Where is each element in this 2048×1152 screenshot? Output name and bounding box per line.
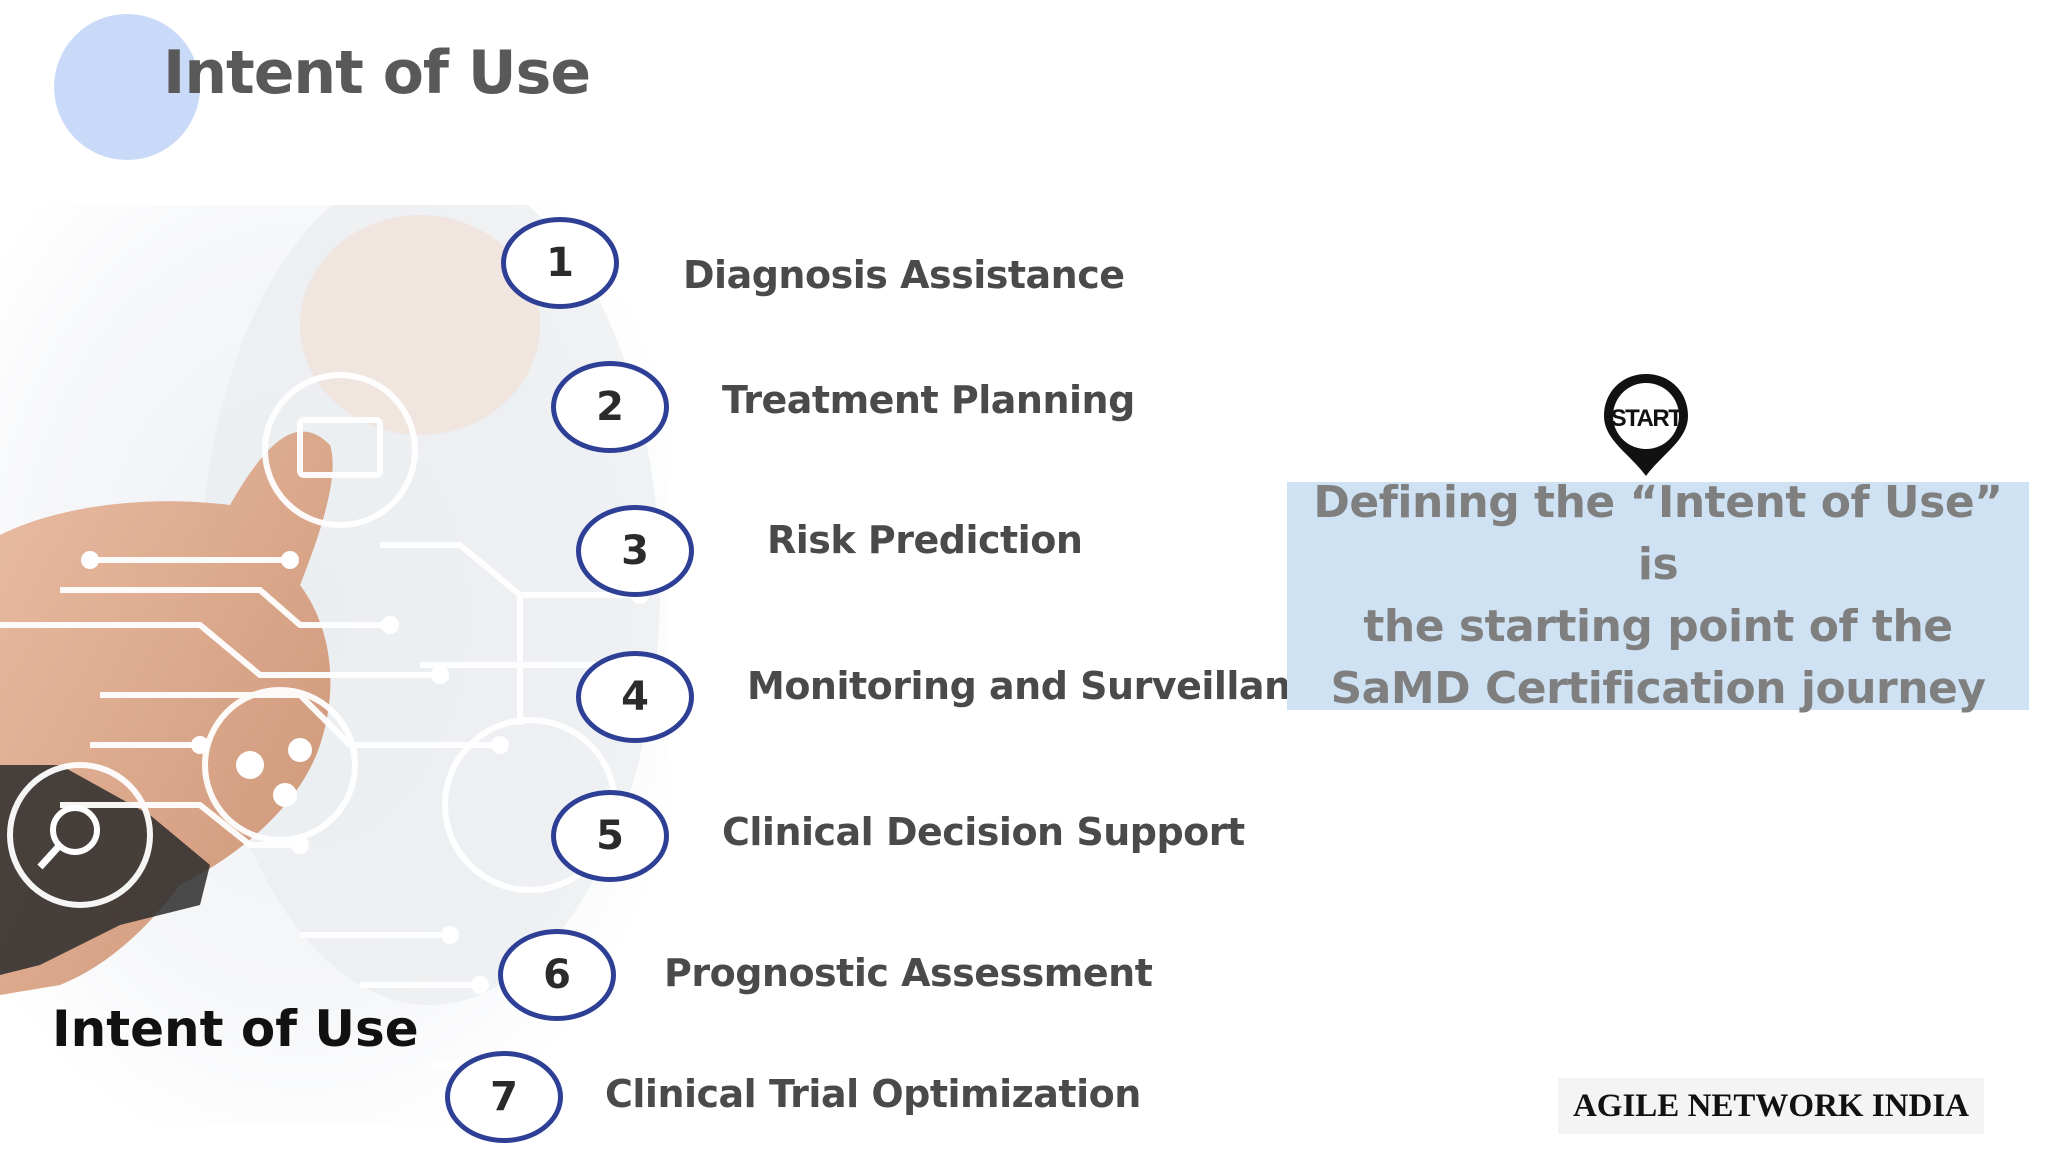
item-label-monitoring-and-surveillance: Monitoring and Surveillance — [747, 664, 1338, 708]
item-label-clinical-decision-support: Clinical Decision Support — [722, 810, 1245, 854]
brand-label: AGILE NETWORK INDIA — [1558, 1078, 1984, 1134]
callout-line-3: SaMD Certification journey — [1330, 663, 1986, 714]
callout-text: Defining the “Intent of Use” is the star… — [1287, 472, 2029, 720]
decorative-circle — [54, 14, 200, 160]
start-pin-label: START — [1611, 405, 1684, 432]
item-label-diagnosis-assistance: Diagnosis Assistance — [683, 253, 1125, 297]
item-number-1: 1 — [501, 217, 619, 309]
start-pin-icon: START — [1604, 374, 1688, 476]
item-label-clinical-trial-optimization: Clinical Trial Optimization — [605, 1072, 1141, 1116]
hero-caption: Intent of Use — [52, 1000, 419, 1058]
item-label-prognostic-assessment: Prognostic Assessment — [664, 951, 1153, 995]
item-label-risk-prediction: Risk Prediction — [767, 518, 1083, 562]
item-number-3: 3 — [576, 505, 694, 597]
item-label-treatment-planning: Treatment Planning — [722, 378, 1135, 422]
item-number-2: 2 — [551, 361, 669, 453]
item-number-4: 4 — [576, 651, 694, 743]
hand-circuit-illustration — [0, 205, 670, 1125]
callout-box: Defining the “Intent of Use” is the star… — [1287, 477, 2029, 714]
item-number-7: 7 — [445, 1051, 563, 1143]
callout-line-2: the starting point of the — [1363, 601, 1953, 652]
callout-line-1: Defining the “Intent of Use” is — [1313, 477, 2003, 590]
page-title: Intent of Use — [163, 38, 591, 108]
item-number-5: 5 — [551, 790, 669, 882]
item-number-6: 6 — [498, 929, 616, 1021]
